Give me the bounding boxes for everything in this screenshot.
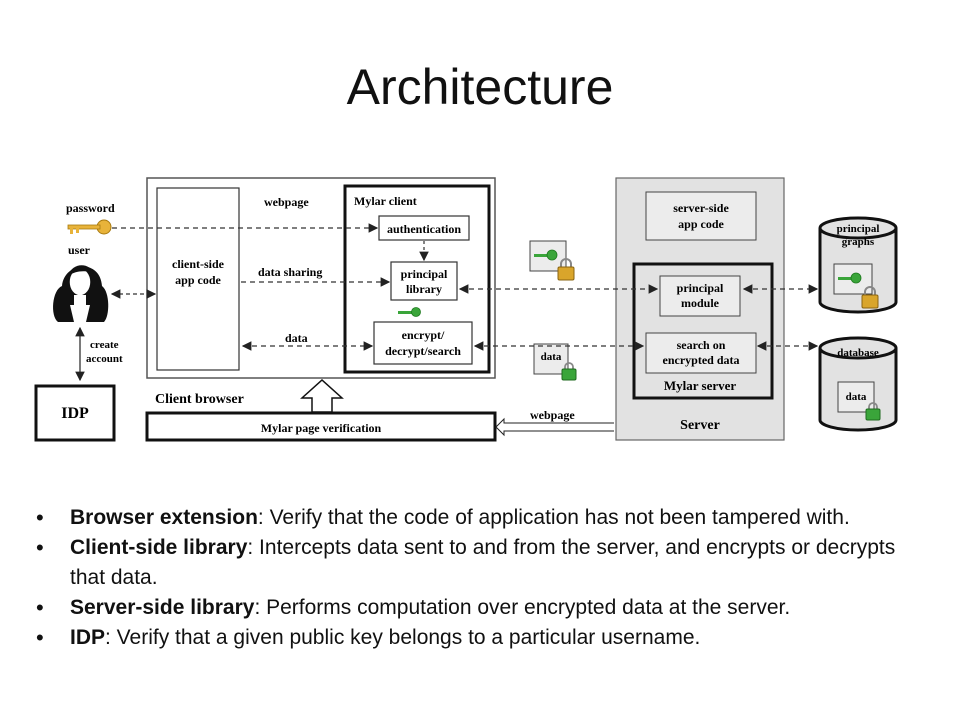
principal-library-box — [390, 261, 458, 301]
bullet-term: IDP — [70, 626, 106, 649]
principal-graphs-label-1: principal — [837, 223, 880, 235]
password-label: password — [66, 201, 115, 215]
page-verification-box — [145, 411, 497, 442]
database-label: database — [837, 347, 879, 359]
bullet-text: : Performs computation over encrypted da… — [254, 596, 791, 619]
client-app-code-box — [156, 187, 240, 371]
user-icon — [53, 265, 109, 322]
data-left-label: data — [285, 331, 308, 345]
search-encrypted-box — [645, 332, 757, 374]
encrypt-label-2: decrypt/search — [385, 344, 461, 358]
encrypt-label-1: encrypt/ — [402, 328, 445, 342]
bullet-item: Client-side library: Intercepts data sen… — [36, 533, 936, 593]
server-app-code-box — [645, 191, 757, 241]
idp-box — [34, 384, 116, 442]
bullet-item: Server-side library: Performs computatio… — [36, 593, 936, 623]
principal-graphs-label-2: graphs — [842, 236, 875, 248]
bullet-text: : Intercepts data sent to and from the s… — [70, 536, 896, 589]
server-label: Server — [680, 418, 720, 433]
db-data-lock-icon — [865, 402, 881, 421]
bullet-item: Browser extension: Verify that the code … — [36, 503, 936, 533]
webpage-bottom-arrow — [495, 417, 614, 437]
search-encrypted-label-1: search on — [677, 338, 726, 352]
mylar-server-label: Mylar server — [664, 378, 737, 393]
mid-data-lock-icon — [561, 362, 577, 381]
mid-key-lock-icon — [557, 258, 575, 281]
principal-library-label-1: principal — [401, 267, 448, 281]
principal-module-label-2: module — [681, 296, 720, 310]
green-key-icon — [398, 307, 421, 317]
create-account-label-1: create — [90, 339, 119, 351]
webpage-top-label: webpage — [264, 195, 309, 209]
db-data-box — [837, 381, 875, 413]
bullet-text: : Verify that the code of application ha… — [257, 506, 850, 529]
principal-module-label-1: principal — [677, 281, 724, 295]
db-key-icon — [838, 272, 862, 284]
bullet-text: : Verify that a given public key belongs… — [105, 626, 701, 649]
bullet-item: IDP: Verify that a given public key belo… — [36, 623, 936, 653]
verification-up-arrow — [300, 378, 344, 413]
page-verification-label: Mylar page verification — [261, 421, 382, 435]
user-label: user — [68, 243, 91, 257]
slide-title: Architecture — [346, 59, 614, 115]
create-account-label-2: account — [86, 353, 123, 365]
authentication-label: authentication — [387, 222, 461, 236]
bullet-term: Server-side library — [70, 596, 255, 619]
mid-data-label: data — [541, 351, 562, 363]
db-data-label: data — [846, 391, 867, 403]
mylar-client-label: Mylar client — [354, 194, 417, 208]
server-app-code-label-2: app code — [678, 217, 724, 231]
data-sharing-label: data sharing — [258, 265, 322, 279]
bullet-list: Browser extension: Verify that the code … — [36, 503, 936, 653]
mid-key-icon — [534, 249, 558, 261]
bullet-term: Client-side library — [70, 536, 248, 559]
password-key-icon — [67, 219, 112, 235]
authentication-box — [378, 215, 470, 241]
search-encrypted-label-2: encrypted data — [663, 353, 740, 367]
client-browser-label: Client browser — [155, 392, 244, 407]
bullet-term: Browser extension — [70, 506, 258, 529]
principal-module-box — [659, 275, 741, 317]
server-app-code-label-1: server-side — [673, 201, 729, 215]
webpage-bottom-label: webpage — [530, 408, 575, 422]
idp-label: IDP — [61, 405, 89, 422]
client-app-code-label-2: app code — [175, 273, 221, 287]
encrypt-box — [373, 321, 473, 365]
principal-library-label-2: library — [406, 282, 442, 296]
db-key-lock-icon — [861, 286, 879, 309]
client-app-code-label-1: client-side — [172, 257, 225, 271]
